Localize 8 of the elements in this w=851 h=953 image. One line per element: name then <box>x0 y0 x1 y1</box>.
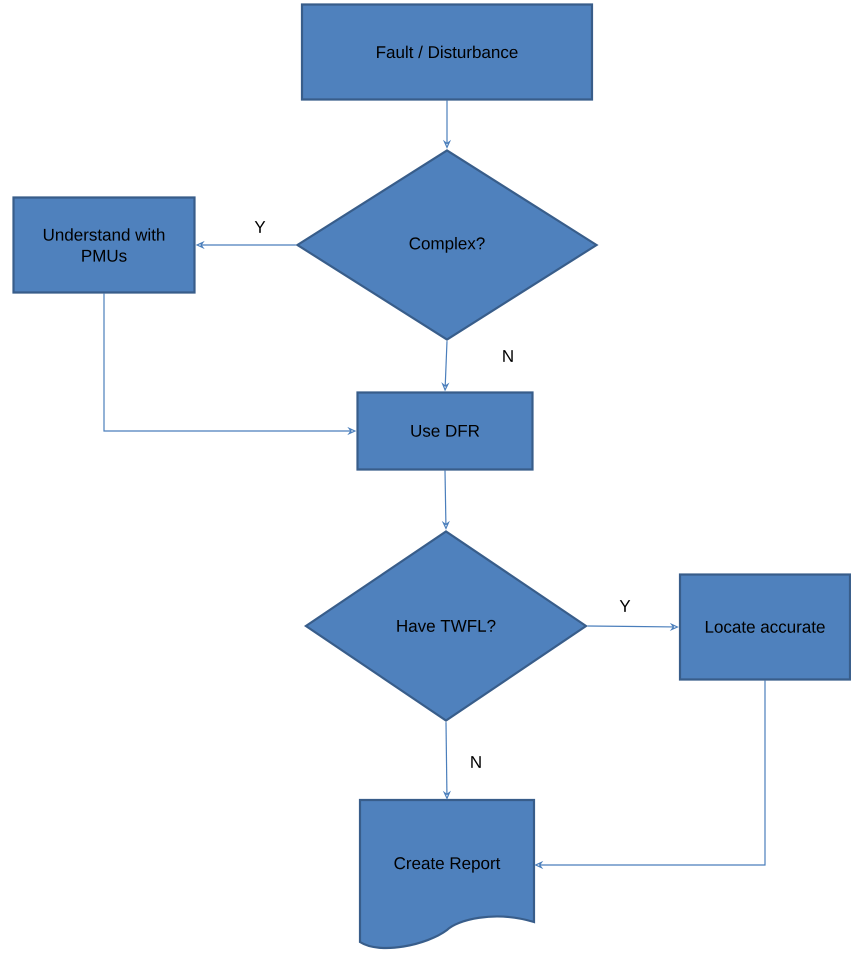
process-box: Fault / Disturbance <box>300 3 594 101</box>
edge-label: N <box>468 755 484 769</box>
edge-label: Y <box>253 220 267 234</box>
process-box: Understand with PMUs <box>12 196 196 294</box>
edge-label: N <box>500 349 516 363</box>
edge-label: Y <box>618 599 632 613</box>
process-box: Locate accurate <box>678 573 851 681</box>
process-box: Use DFR <box>356 391 534 471</box>
